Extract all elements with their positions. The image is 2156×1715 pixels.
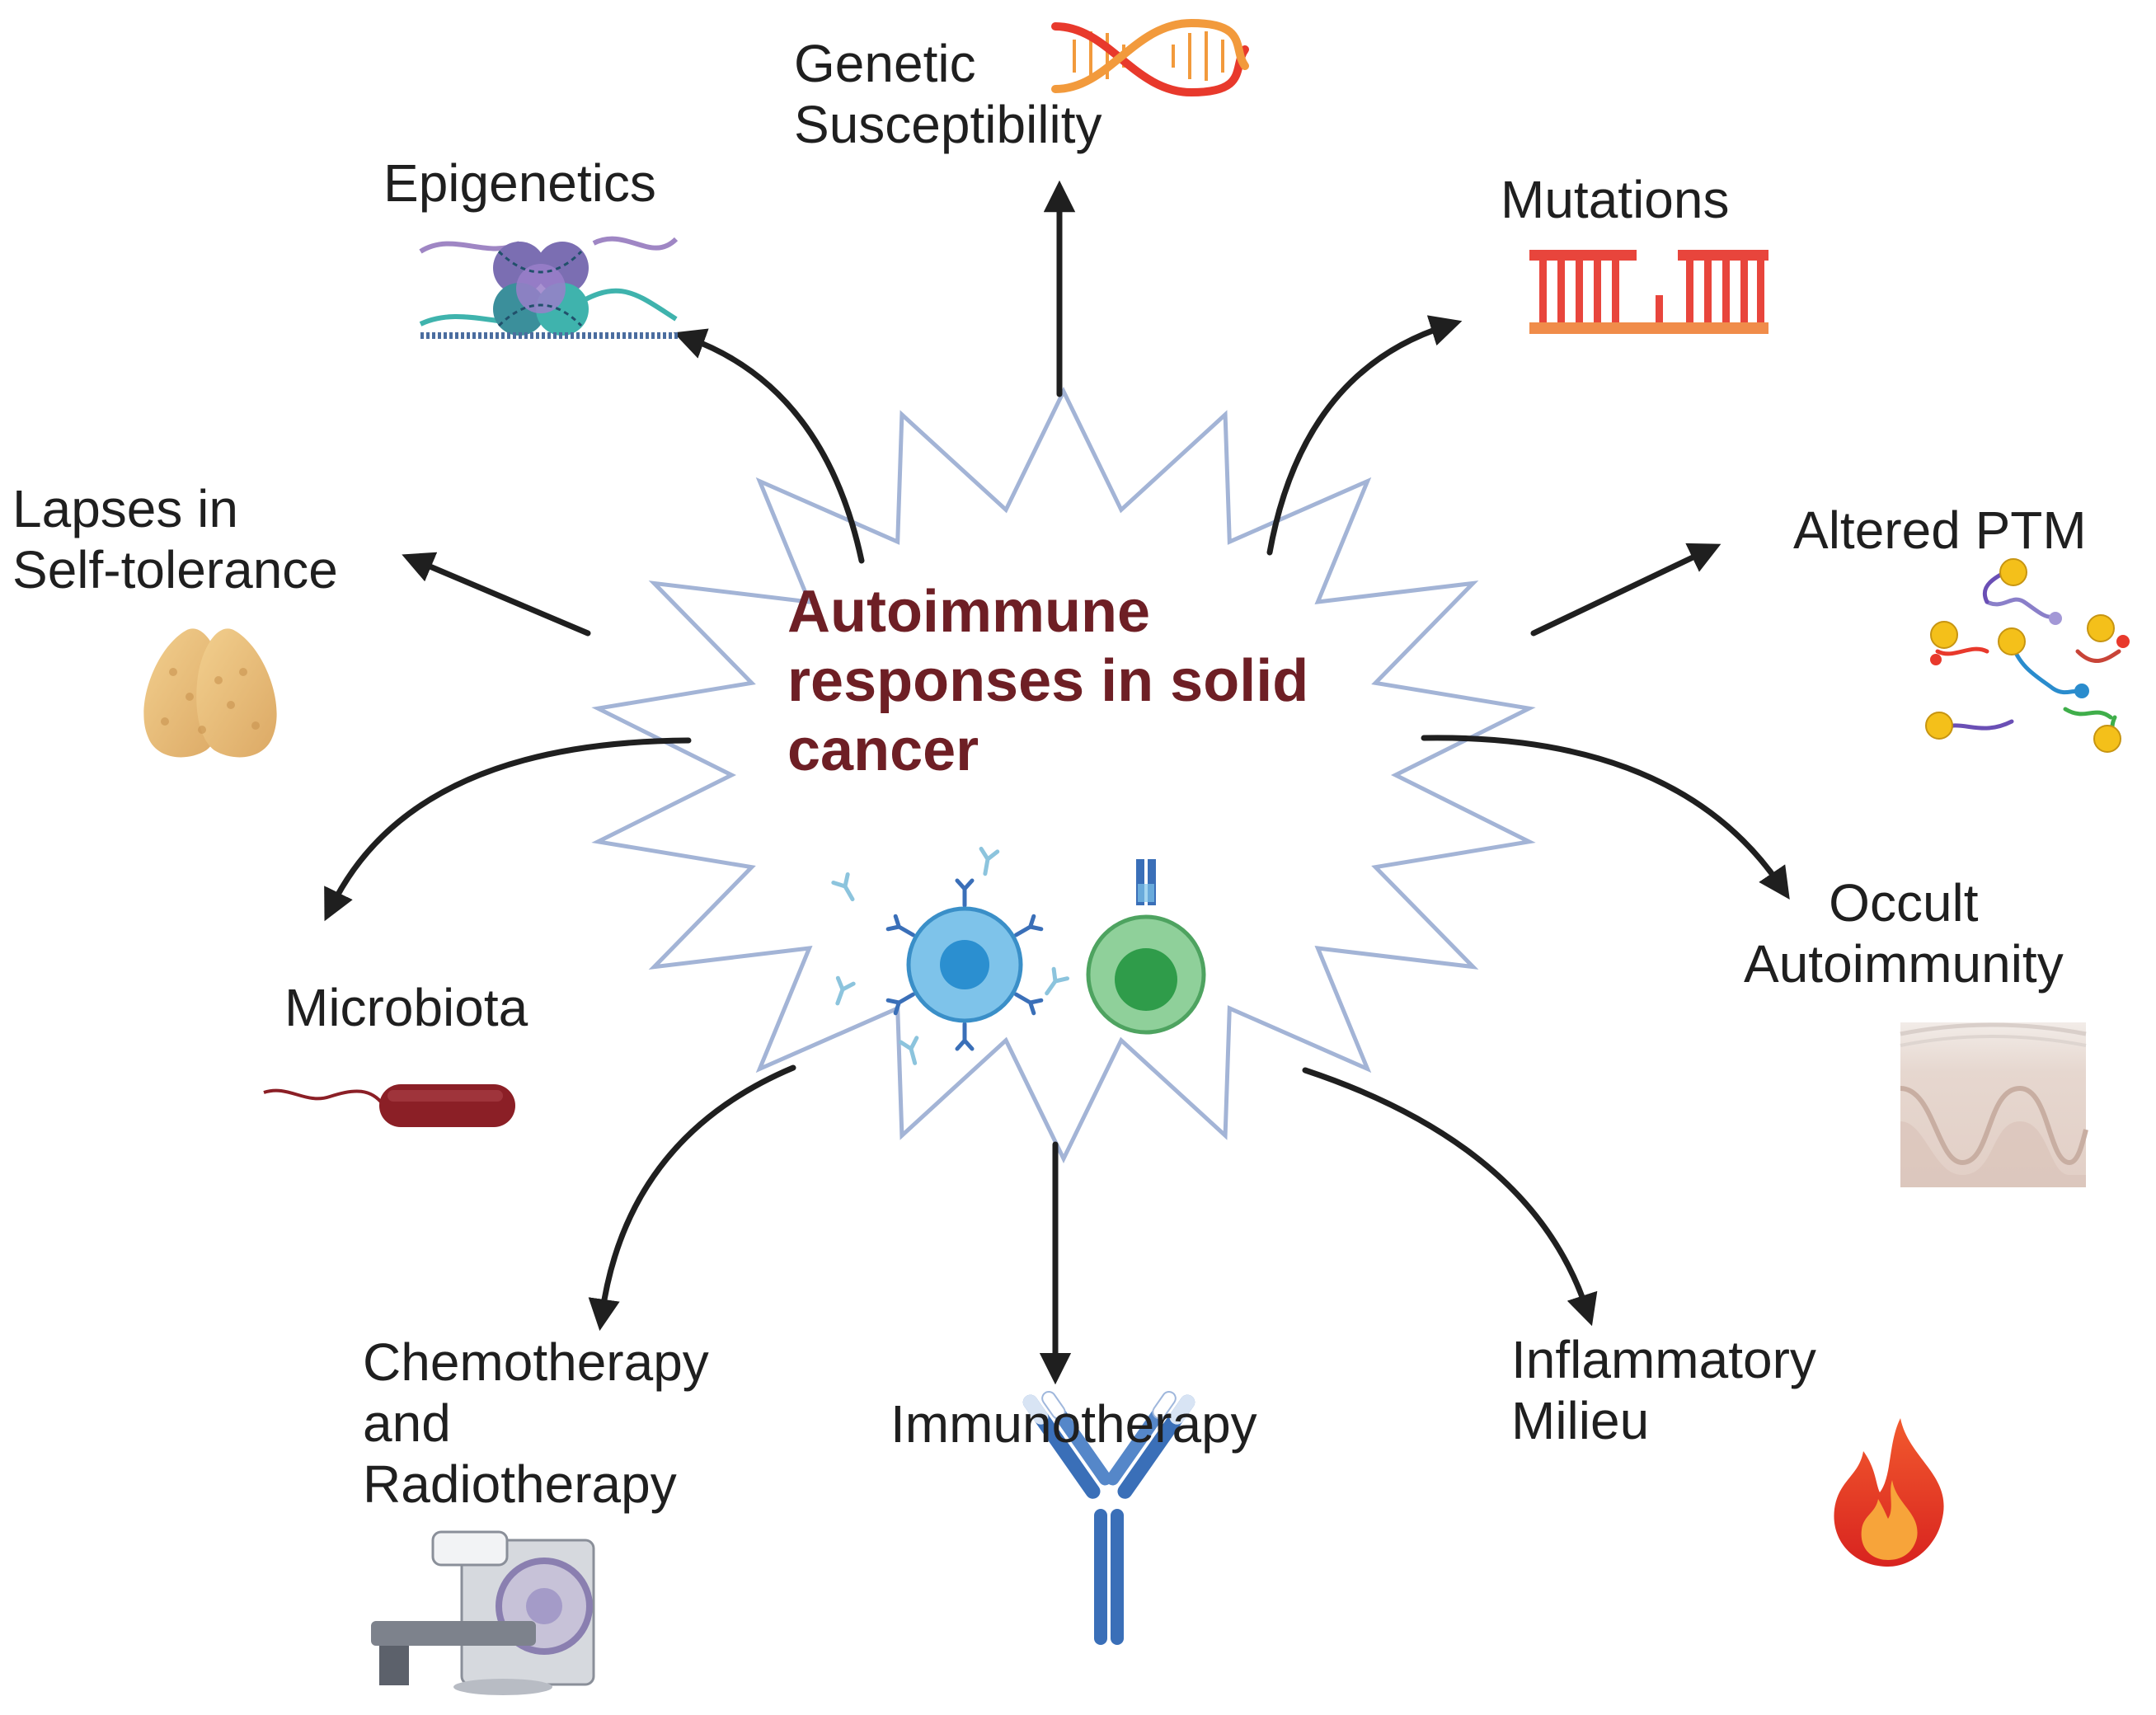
center-title: Autoimmune responses in solid cancer xyxy=(787,577,1308,785)
nucleosome-icon xyxy=(419,236,680,339)
radiotherapy-machine-icon xyxy=(371,1530,595,1695)
center-title-line1: Autoimmune xyxy=(787,579,1150,645)
arrow-occult xyxy=(1421,735,1790,900)
label-altered-ptm: Altered PTM xyxy=(1793,500,2087,561)
label-lapses-line1: Lapses in xyxy=(12,479,238,538)
skin-tissue-icon xyxy=(1900,1022,2088,1187)
label-genetic-susceptibility: Genetic Susceptibility xyxy=(794,33,1102,155)
label-mutations: Mutations xyxy=(1501,169,1729,230)
flame-icon xyxy=(1834,1418,1944,1567)
free-antibodies xyxy=(831,846,1070,1065)
label-chemo-line1: Chemotherapy xyxy=(363,1332,709,1392)
label-immunotherapy: Immunotherapy xyxy=(890,1393,1257,1454)
b-cell-icon xyxy=(885,878,1044,1051)
label-epigenetics-line1: Epigenetics xyxy=(383,153,656,213)
arrow-inflammatory xyxy=(1302,1067,1598,1327)
label-inflammatory-milieu: Inflammatory Milieu xyxy=(1511,1329,1816,1451)
label-epigenetics: Epigenetics xyxy=(383,153,656,214)
label-inflammatory-line1: Inflammatory xyxy=(1511,1330,1816,1389)
label-mutations-line1: Mutations xyxy=(1501,170,1730,229)
label-occult-autoimmunity: Occult Autoimmunity xyxy=(1744,872,2064,994)
label-lapses-self-tolerance: Lapses in Self-tolerance xyxy=(12,478,338,600)
arrows xyxy=(324,180,1790,1385)
phosphorylated-peptides-icon xyxy=(1925,558,2130,753)
label-occult-line2: Autoimmunity xyxy=(1744,934,2064,994)
arrow-ptm xyxy=(1530,543,1722,637)
label-genetic-line1: Genetic xyxy=(794,34,976,93)
label-occult-line1: Occult xyxy=(1829,873,1979,933)
t-cell-icon xyxy=(1086,859,1206,1035)
bacterium-icon xyxy=(263,1084,515,1127)
label-microbiota: Microbiota xyxy=(284,977,528,1038)
starburst-outline xyxy=(591,386,1536,1164)
label-chemo-line2: and xyxy=(363,1393,451,1453)
label-lapses-line2: Self-tolerance xyxy=(12,540,338,599)
label-microbiota-line1: Microbiota xyxy=(284,978,528,1037)
center-title-line3: cancer xyxy=(787,717,979,783)
label-immunotherapy-line1: Immunotherapy xyxy=(890,1394,1257,1454)
label-chemo-line3: Radiotherapy xyxy=(363,1454,677,1514)
mutated-dna-icon xyxy=(1529,250,1768,334)
label-ptm-line1: Altered PTM xyxy=(1793,500,2087,560)
label-chemo-radiotherapy: Chemotherapy and Radiotherapy xyxy=(363,1332,709,1515)
antibody-icon xyxy=(1022,1390,1195,1645)
arrow-epigenetics xyxy=(673,328,865,564)
label-inflammatory-line2: Milieu xyxy=(1511,1391,1650,1450)
arrow-lapses xyxy=(402,552,591,637)
label-genetic-line2: Susceptibility xyxy=(794,95,1102,154)
arrow-microbiota xyxy=(324,737,692,922)
thyroid-gland-icon xyxy=(143,628,277,758)
arrow-mutations xyxy=(1266,315,1463,556)
center-title-line2: responses in solid xyxy=(787,648,1309,714)
dna-helix-icon xyxy=(1051,18,1249,97)
arrow-chemo xyxy=(588,1064,796,1332)
